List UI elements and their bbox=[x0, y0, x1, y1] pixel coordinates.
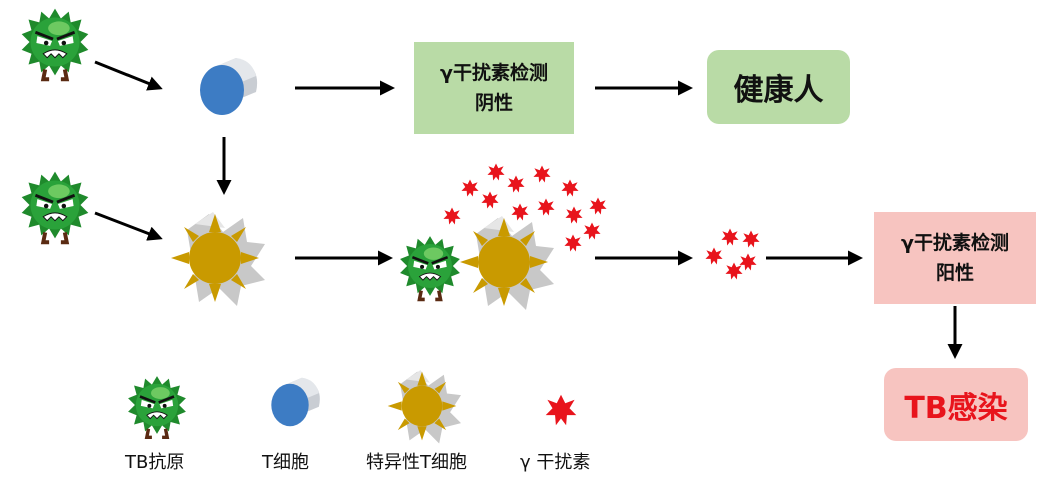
specific-t-cell-icon bbox=[460, 216, 554, 310]
antigen-icon bbox=[19, 6, 91, 82]
interferon-negative-box: γ干扰素检测 阴性 bbox=[414, 42, 574, 134]
interferon-positive-box: γ干扰素检测 阳性 bbox=[874, 212, 1036, 304]
red-burst-icon bbox=[537, 198, 555, 216]
red-burst-icon bbox=[561, 179, 579, 197]
tb-infection-label: TB感染 bbox=[904, 390, 1008, 426]
red-burst-icon bbox=[705, 247, 723, 265]
red-burst-icon bbox=[721, 228, 739, 246]
red-burst-icon bbox=[725, 262, 743, 280]
positive-box-line2: 阳性 bbox=[935, 262, 974, 284]
red-burst-icon bbox=[461, 179, 479, 197]
red-burst-icon bbox=[487, 163, 505, 181]
legend-specific-t-cell-icon bbox=[387, 370, 461, 444]
red-burst-icon bbox=[742, 230, 760, 248]
tb-infection-box: TB感染 bbox=[884, 368, 1028, 441]
legend-interferon-label: γ 干扰素 bbox=[520, 452, 591, 473]
legend-specific-t-cell-label: 特异性T细胞 bbox=[366, 452, 467, 473]
red-burst-icon bbox=[511, 203, 529, 221]
red-burst-icon bbox=[739, 253, 757, 271]
healthy-person-box: 健康人 bbox=[707, 50, 850, 124]
red-burst-icon bbox=[533, 165, 551, 183]
positive-box-line1: γ干扰素检测 bbox=[901, 232, 1009, 254]
antigen-icon bbox=[398, 234, 462, 302]
specific-t-cell-icon bbox=[171, 212, 265, 306]
arrow-antigen-to-tcell bbox=[94, 60, 163, 91]
healthy-person-label: 健康人 bbox=[733, 73, 824, 108]
red-burst-icon bbox=[481, 191, 499, 209]
red-burst-icon bbox=[564, 234, 582, 252]
red-burst-icon bbox=[507, 175, 525, 193]
t-cell-icon bbox=[200, 58, 258, 115]
antigen-icon bbox=[19, 169, 91, 245]
legend-t-cell-icon bbox=[271, 377, 320, 427]
negative-box-line2: 阴性 bbox=[474, 92, 513, 114]
legend-antigen-icon bbox=[126, 374, 188, 439]
arrows bbox=[94, 60, 963, 359]
red-burst-icon bbox=[583, 222, 601, 240]
legend-antigen-label: TB抗原 bbox=[125, 452, 185, 473]
arrow-antigen2-to-specific bbox=[94, 211, 163, 241]
legend-t-cell-label: T细胞 bbox=[262, 452, 309, 473]
interferon-cluster bbox=[705, 228, 760, 280]
red-burst-icon bbox=[589, 197, 607, 215]
red-burst-icon bbox=[443, 207, 461, 225]
negative-box-line1: γ干扰素检测 bbox=[440, 62, 548, 84]
legend-interferon-icon bbox=[545, 394, 577, 426]
red-burst-icon bbox=[565, 206, 583, 224]
